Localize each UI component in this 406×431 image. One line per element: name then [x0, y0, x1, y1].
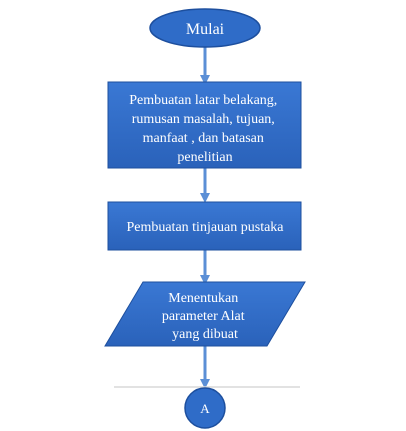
process-text-background: Pembuatan latar belakang, rumusan masala…: [129, 93, 281, 165]
process-box-background: [107, 81, 302, 169]
io-text-parameters: Menentukan parameter Alat yang dibuat: [162, 291, 248, 342]
io-parallelogram: [104, 281, 306, 347]
process-line-3: manfaat , dan batasan: [143, 131, 264, 146]
process-line-1: Pembuatan latar belakang,: [129, 93, 277, 108]
start-label: Mulai: [186, 21, 225, 38]
start-ellipse: [149, 8, 261, 48]
io-node-parameters: Menentukan parameter Alat yang dibuat: [104, 281, 306, 347]
io-line-3: yang dibuat: [172, 327, 238, 342]
connector-label: A: [200, 401, 210, 416]
process-node-literature: Pembuatan tinjauan pustaka: [107, 201, 302, 251]
io-line-1: Menentukan: [168, 291, 238, 306]
connector-circle: [184, 387, 226, 429]
process-line-4: penelitian: [177, 150, 232, 165]
start-node: Mulai: [149, 8, 261, 48]
io-line-2: parameter Alat: [162, 309, 245, 324]
process-line-2: rumusan masalah, tujuan,: [132, 112, 275, 127]
connector-node: A: [184, 387, 226, 429]
process-text-literature: Pembuatan tinjauan pustaka: [126, 220, 284, 235]
process-box-literature: [107, 201, 302, 251]
process-node-background: Pembuatan latar belakang, rumusan masala…: [107, 81, 302, 169]
